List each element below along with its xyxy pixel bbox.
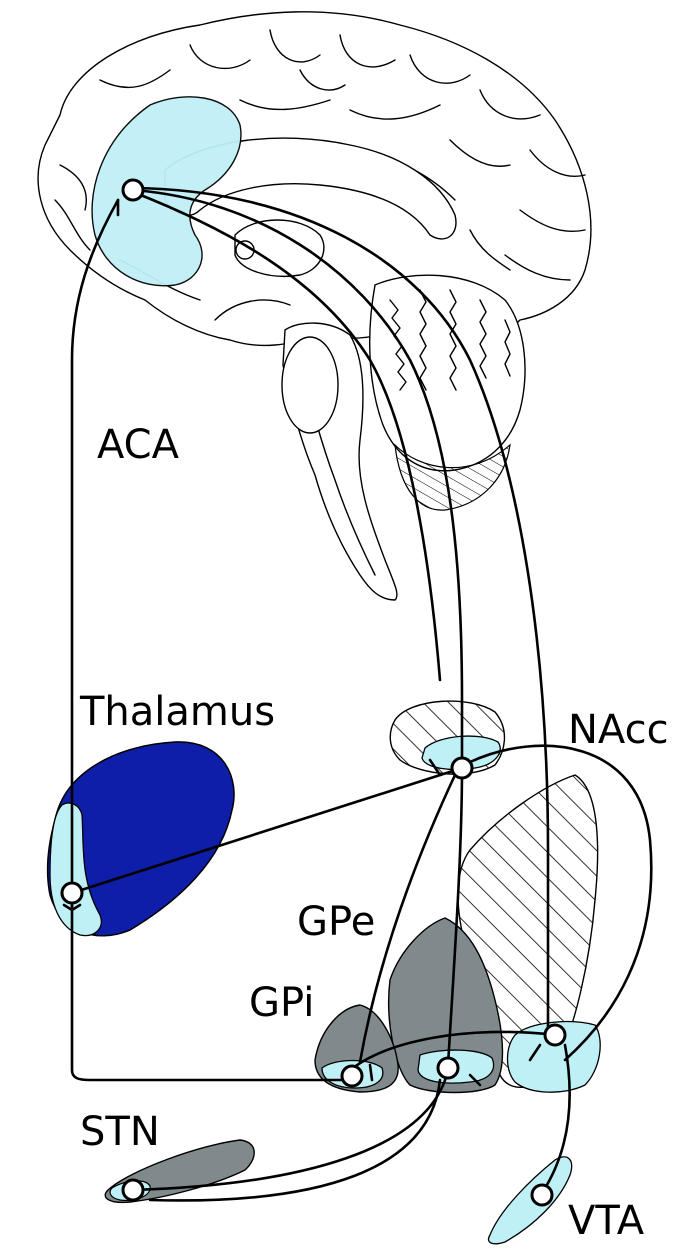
pons bbox=[281, 336, 339, 434]
gpe-label: GPe bbox=[297, 899, 376, 945]
gpe-region bbox=[388, 917, 504, 1094]
pathways bbox=[62, 186, 653, 1202]
sn-neuron bbox=[543, 1023, 567, 1047]
thalamus-region bbox=[46, 741, 235, 937]
aca-label: ACA bbox=[97, 422, 179, 468]
gpi-label: GPi bbox=[249, 980, 315, 1026]
brain-illustration bbox=[37, 11, 592, 601]
stn-label: STN bbox=[80, 1109, 160, 1155]
thalamus-subregion bbox=[49, 802, 102, 937]
vta-neuron bbox=[530, 1183, 554, 1207]
sn-region bbox=[506, 1020, 601, 1093]
vta-region bbox=[487, 1156, 573, 1245]
aca-neuron bbox=[121, 178, 145, 202]
gpi-neuron bbox=[340, 1064, 364, 1088]
vta-label: VTA bbox=[568, 1198, 645, 1244]
gpe-neuron bbox=[436, 1056, 460, 1080]
aca-region bbox=[91, 96, 242, 287]
diencephalon bbox=[234, 219, 325, 277]
stn-neuron bbox=[121, 1178, 145, 1202]
thalamus-label: Thalamus bbox=[80, 689, 276, 735]
thalamus-neuron bbox=[60, 881, 84, 905]
nacc-neuron bbox=[450, 756, 474, 780]
nacc-label: NAcc bbox=[568, 707, 669, 753]
